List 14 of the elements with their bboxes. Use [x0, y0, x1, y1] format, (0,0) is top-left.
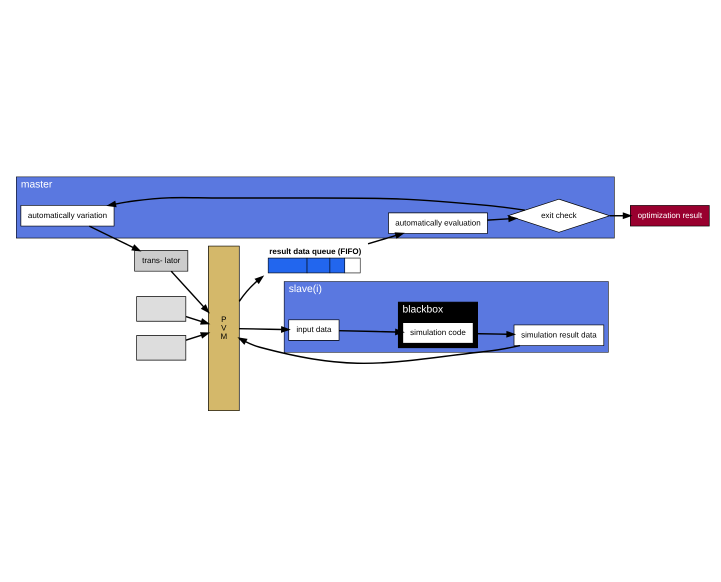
arrow [88, 224, 142, 252]
arrow [368, 232, 405, 244]
arrow [238, 274, 264, 302]
arrow [239, 326, 291, 332]
arrow [186, 315, 210, 324]
arrow [487, 214, 518, 222]
arrow [170, 270, 210, 314]
node-box [136, 296, 186, 322]
node-box [136, 334, 186, 360]
arrow [237, 336, 520, 364]
arrow [106, 196, 525, 210]
arrow [186, 332, 210, 340]
arrow [610, 212, 632, 219]
arrow [339, 328, 405, 335]
